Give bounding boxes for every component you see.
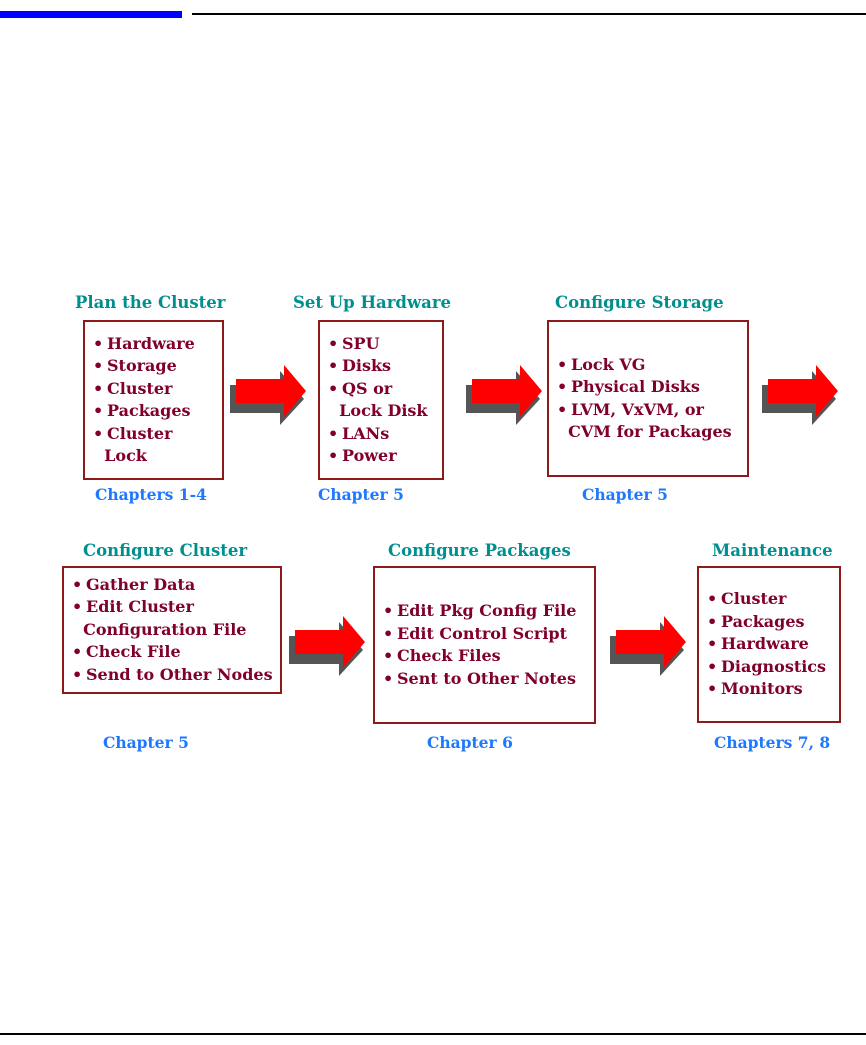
step-box-configure-cluster: •Gather Data •Edit Cluster Configuration… bbox=[62, 566, 282, 694]
flow-arrow-icon bbox=[289, 616, 365, 676]
step-item: •Disks bbox=[328, 356, 392, 375]
step-item: •Check File bbox=[72, 642, 181, 662]
step-item: •Check Files bbox=[383, 646, 501, 665]
step-item: •Sent to Other Notes bbox=[383, 668, 576, 688]
step-item: •Edit Pkg Config File bbox=[383, 601, 577, 620]
step-box-plan-cluster: •Hardware •Storage •Cluster •Packages •C… bbox=[83, 320, 224, 480]
step-item: •Storage bbox=[93, 356, 177, 375]
flow-arrow-icon bbox=[230, 365, 306, 425]
step-title-maintenance: Maintenance bbox=[712, 541, 833, 560]
flow-arrow-icon bbox=[466, 365, 542, 425]
step-item: •Cluster bbox=[707, 589, 787, 609]
step-chapter-plan-cluster: Chapters 1-4 bbox=[95, 485, 207, 504]
step-item: •Power bbox=[328, 446, 397, 465]
step-item: •Hardware bbox=[707, 634, 809, 654]
step-chapter-setup-hardware: Chapter 5 bbox=[318, 485, 404, 504]
step-title-configure-cluster: Configure Cluster bbox=[83, 541, 248, 560]
step-title-configure-storage: Configure Storage bbox=[555, 293, 724, 312]
step-item: •Send to Other Nodes bbox=[72, 664, 273, 684]
step-item: •LVM, VxVM, or CVM for Packages bbox=[557, 399, 732, 442]
flow-arrow-icon bbox=[762, 365, 838, 425]
step-item: •Packages bbox=[93, 401, 191, 420]
step-chapter-configure-cluster: Chapter 5 bbox=[103, 733, 189, 752]
step-box-setup-hardware: •SPU •Disks •QS or Lock Disk •LANs •Powe… bbox=[318, 320, 444, 480]
step-item: •Gather Data bbox=[72, 574, 196, 594]
step-item: •Diagnostics bbox=[707, 656, 827, 676]
step-item: •Physical Disks bbox=[557, 377, 700, 396]
step-item: •LANs bbox=[328, 423, 390, 443]
step-box-maintenance: •Cluster •Packages •Hardware •Diagnostic… bbox=[697, 566, 841, 723]
step-box-configure-packages: •Edit Pkg Config File •Edit Control Scri… bbox=[373, 566, 596, 724]
header-accent-bar bbox=[0, 11, 182, 18]
step-title-plan-cluster: Plan the Cluster bbox=[75, 293, 226, 312]
step-item: •Hardware bbox=[93, 333, 195, 353]
step-item: •Edit Control Script bbox=[383, 623, 567, 643]
step-chapter-maintenance: Chapters 7, 8 bbox=[714, 733, 831, 752]
step-item: •Packages bbox=[707, 611, 805, 631]
step-title-setup-hardware: Set Up Hardware bbox=[293, 293, 452, 312]
step-item: •Lock VG bbox=[557, 354, 646, 374]
step-item: •Cluster bbox=[93, 378, 173, 398]
step-chapter-configure-storage: Chapter 5 bbox=[582, 485, 668, 504]
step-box-configure-storage: •Lock VG •Physical Disks •LVM, VxVM, or … bbox=[547, 320, 749, 477]
step-title-configure-packages: Configure Packages bbox=[388, 541, 571, 560]
step-chapter-configure-packages: Chapter 6 bbox=[427, 733, 513, 752]
footer-rule bbox=[0, 1033, 866, 1035]
step-item: •Monitors bbox=[707, 679, 803, 699]
step-item: •Cluster Lock bbox=[93, 423, 173, 466]
step-item: •SPU bbox=[328, 333, 380, 353]
step-item: •Edit Cluster Configuration File bbox=[72, 597, 247, 639]
step-item: •QS or Lock Disk bbox=[328, 378, 428, 421]
flow-arrow-icon bbox=[610, 616, 686, 676]
header-rule bbox=[192, 13, 866, 15]
